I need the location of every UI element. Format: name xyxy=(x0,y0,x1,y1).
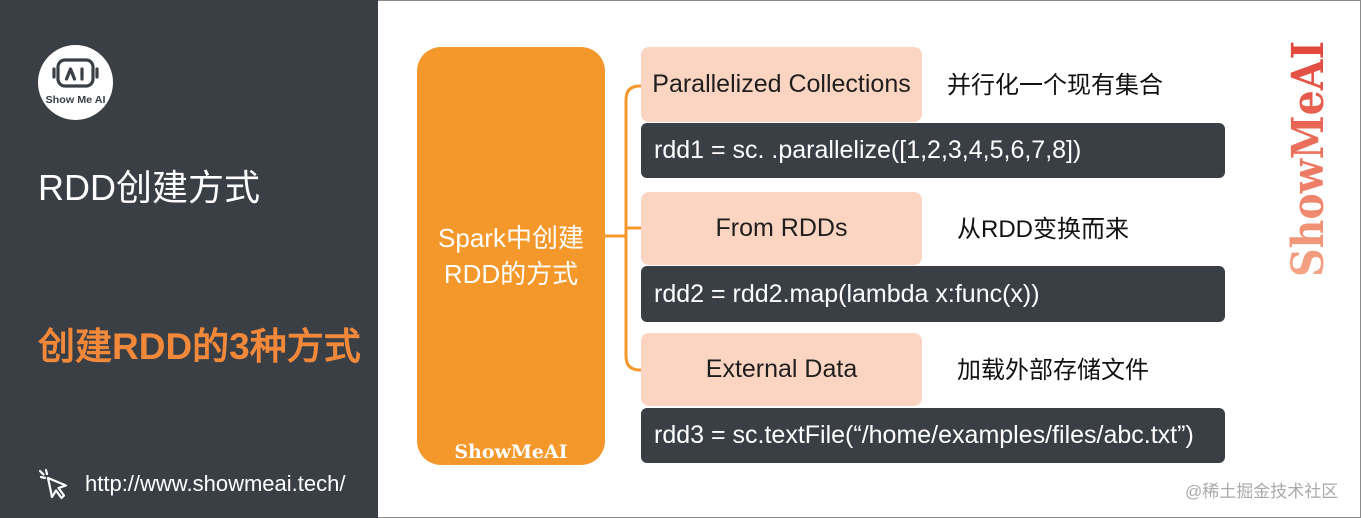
root-node-label-line-1: Spark中创建 xyxy=(438,223,584,253)
method-code: rdd3 = sc.textFile(“/home/examples/files… xyxy=(641,408,1225,463)
website-link[interactable]: http://www.showmeai.tech/ xyxy=(85,471,346,496)
root-node: Spark中创建 RDD的方式 ShowMeAI xyxy=(417,47,605,465)
method-code: rdd2 = rdd2.map(lambda x:func(x)) xyxy=(641,266,1225,322)
robot-face-icon xyxy=(52,58,99,88)
watermark-credit: @稀土掘金技术社区 xyxy=(1185,482,1339,501)
watermark-brand-text: ShowMeAI xyxy=(1283,41,1330,277)
method-code: rdd1 = sc. .parallelize([1,2,3,4,5,6,7,8… xyxy=(641,123,1225,178)
cursor-click-icon xyxy=(38,468,68,500)
root-node-label-line-2: RDD的方式 xyxy=(443,259,579,289)
logo-wordmark: Show Me AI xyxy=(46,95,106,106)
diagram-area: Spark中创建 RDD的方式 ShowMeAI Parallelized Co… xyxy=(378,0,1361,518)
slide-subtitle: 创建RDD的3种方式 xyxy=(38,326,361,367)
bracket-connector xyxy=(602,84,642,372)
watermark-brand: ShowMeAI xyxy=(1283,41,1330,277)
root-node-brand: ShowMeAI xyxy=(454,441,568,463)
method-name: External Data xyxy=(641,333,922,406)
sidebar: Show Me AI RDD创建方式 创建RDD的3种方式 http://www… xyxy=(0,0,378,518)
method-name: Parallelized Collections xyxy=(641,47,922,122)
slide-title: RDD创建方式 xyxy=(38,167,260,208)
showmeai-logo: Show Me AI xyxy=(38,45,113,120)
method-description: 从RDD变换而来 xyxy=(957,216,1129,243)
method-description: 加载外部存储文件 xyxy=(957,357,1149,384)
method-name: From RDDs xyxy=(641,192,922,265)
method-description: 并行化一个现有集合 xyxy=(947,72,1163,99)
